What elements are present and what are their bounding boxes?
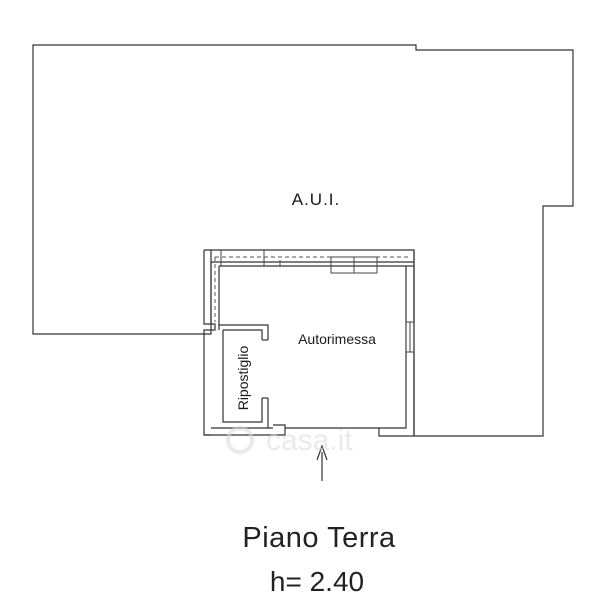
floor-title: Piano Terra xyxy=(242,522,396,554)
room-label-aui: A.U.I. xyxy=(292,190,341,209)
room-label-storage: Ripostiglio xyxy=(235,345,251,410)
entrance-arrow-icon xyxy=(316,444,328,481)
garage-block xyxy=(203,249,415,437)
casa-logo-icon xyxy=(226,426,254,454)
watermark: casa.it xyxy=(226,424,353,457)
floor-height: h= 2.40 xyxy=(269,566,365,597)
aui-outline xyxy=(32,44,574,437)
room-label-garage: Autorimessa xyxy=(298,331,376,347)
watermark-text: casa.it xyxy=(266,424,353,457)
storage-walls xyxy=(219,324,269,428)
